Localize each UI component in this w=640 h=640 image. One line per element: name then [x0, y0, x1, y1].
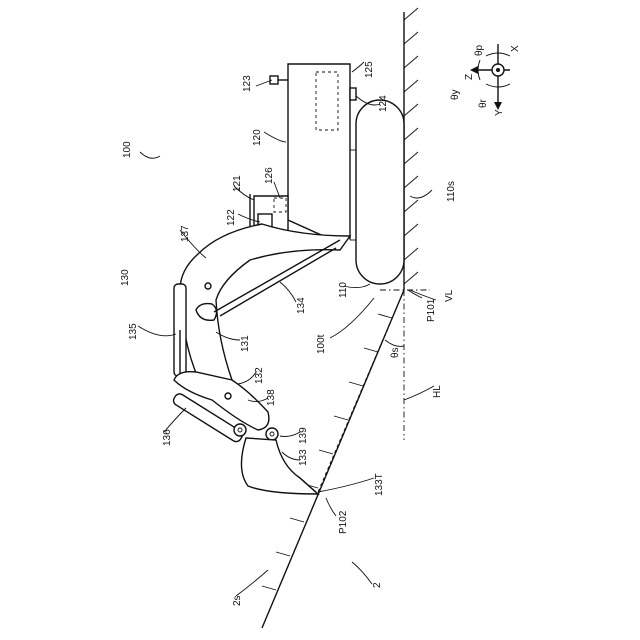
label-126: 126 [264, 167, 275, 184]
label-2: 2 [372, 582, 383, 588]
label-124: 124 [378, 95, 389, 112]
label-100: 100 [122, 141, 133, 158]
axis-theta-r-label: θr [478, 98, 489, 108]
label-110: 110 [338, 282, 349, 298]
label-P102: P102 [338, 510, 349, 534]
axis-x-label: X [510, 45, 521, 52]
label-VL: VL [444, 289, 455, 302]
axis-z-label: Z [464, 74, 475, 80]
coordinate-axes: Z X Y θy θp θr [450, 44, 521, 116]
label-100t: 100t [316, 334, 327, 354]
label-2s: 2s [232, 595, 243, 606]
label-139: 139 [298, 427, 309, 444]
label-theta-s: θs [390, 347, 401, 358]
reference-lines [318, 290, 430, 492]
label-P101: P101 [426, 298, 437, 322]
label-122: 122 [226, 209, 237, 226]
axis-theta-p-label: θp [474, 44, 485, 56]
label-132: 132 [254, 367, 265, 384]
label-133T: 133T [374, 473, 385, 496]
label-110s: 110s [446, 181, 457, 202]
arm-cylinder [174, 284, 186, 376]
label-133: 133 [298, 449, 309, 466]
label-123: 123 [242, 75, 253, 92]
label-130: 130 [120, 269, 131, 286]
label-125: 125 [364, 61, 375, 78]
label-120: 120 [252, 129, 263, 146]
label-121: 121 [232, 175, 243, 192]
label-131: 131 [240, 335, 251, 352]
label-136: 136 [162, 429, 173, 446]
label-138: 138 [266, 389, 277, 406]
crawler-track [350, 100, 404, 284]
label-137: 137 [180, 225, 191, 242]
axis-theta-y-label: θy [450, 89, 461, 100]
ground-surface [404, 8, 418, 290]
axis-y-label: Y [494, 109, 505, 116]
label-HL: HL [432, 385, 443, 398]
label-134: 134 [296, 297, 307, 314]
label-135: 135 [128, 323, 139, 340]
